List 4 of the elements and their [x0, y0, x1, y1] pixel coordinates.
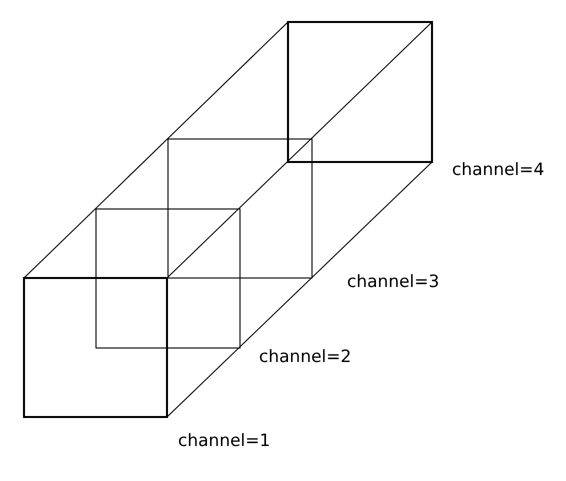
- channel-label: channel=2: [259, 347, 352, 367]
- channel-label: channel=4: [452, 160, 544, 180]
- channel-label: channel=1: [178, 431, 270, 451]
- channel-label: channel=3: [347, 272, 440, 292]
